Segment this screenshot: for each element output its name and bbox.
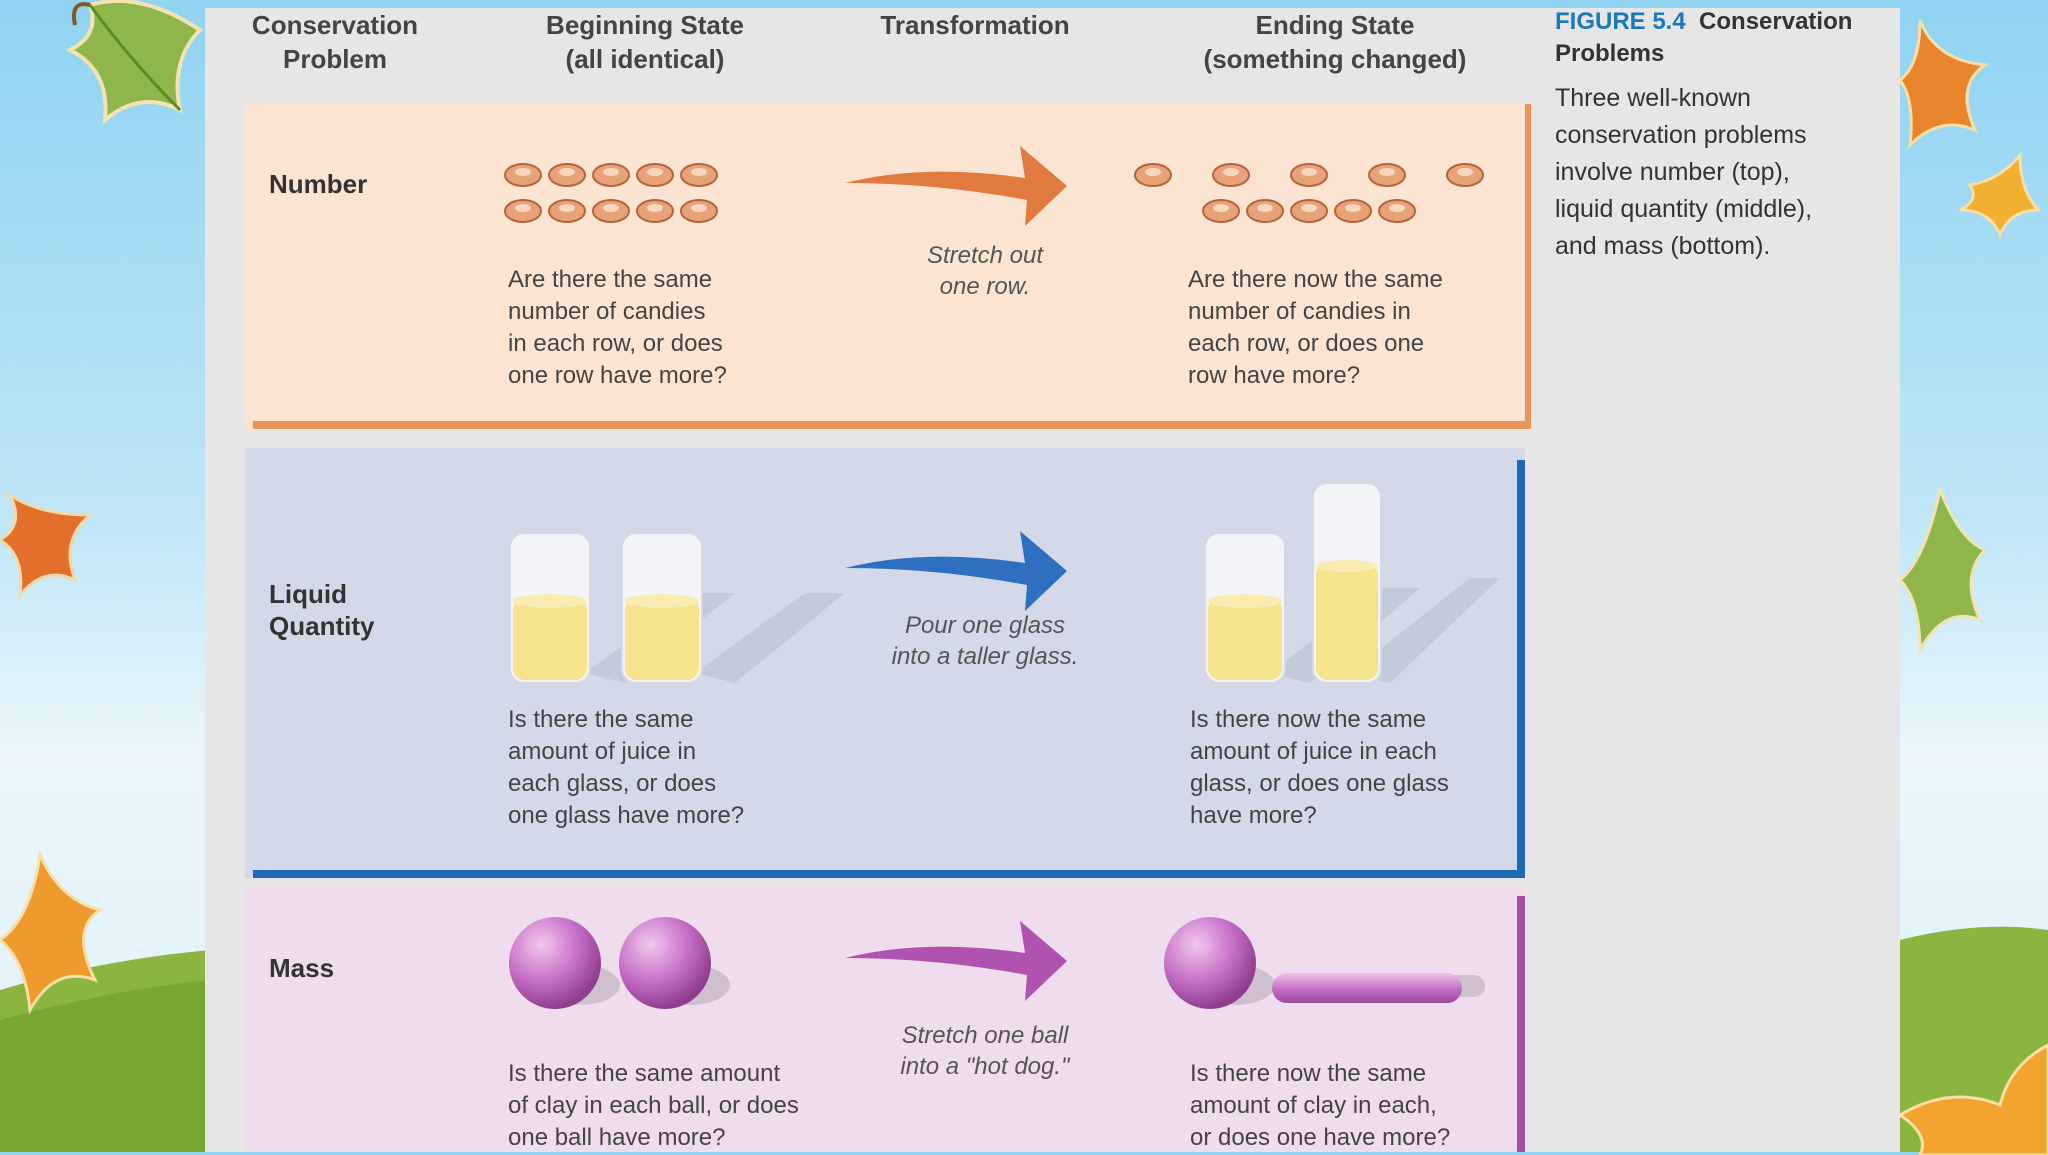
- candies-end: [1134, 163, 1484, 223]
- mass-row: [245, 888, 1525, 1152]
- figure-caption: FIGURE 5.4 Conservation Problems Three w…: [1555, 6, 1855, 265]
- transformation-number: Stretch out one row.: [926, 242, 1044, 300]
- header-transformation: Transformation: [880, 10, 1070, 40]
- figure-label: FIGURE 5.4: [1555, 8, 1686, 35]
- arrow-right-icon: [845, 921, 1067, 1001]
- header-ending-state: Ending State (something changed): [1203, 10, 1467, 74]
- leaf-icon: [1897, 19, 1990, 150]
- leaf-icon: [65, 0, 204, 125]
- begin-question-mass: Is there the same amount of clay in each…: [508, 1060, 799, 1151]
- figure-panel: Conservation Problem Beginning State (al…: [205, 8, 1900, 1152]
- leaf-icon: [0, 849, 104, 1015]
- begin-question-liquid-quantity: Is there the same amount of juice in eac…: [508, 706, 745, 829]
- figure-heading: FIGURE 5.4 Conservation Problems: [1555, 6, 1855, 70]
- arrow-right-icon: [845, 531, 1067, 611]
- transformation-mass: Stretch one ball into a "hot dog.": [900, 1022, 1070, 1080]
- header-beginning-state: Beginning State (all identical): [546, 10, 744, 74]
- glasses-end: [1204, 482, 1500, 684]
- transformation-liquid-quantity: Pour one glass into a taller glass.: [891, 612, 1079, 670]
- end-question-liquid-quantity: Is there now the same amount of juice in…: [1190, 706, 1449, 829]
- clay-balls-begin: [509, 917, 730, 1009]
- row-label-number: Number: [269, 169, 368, 199]
- end-question-mass: Is there now the same amount of clay in …: [1190, 1060, 1451, 1151]
- figure-title: Conservation Problems: [1555, 8, 1853, 67]
- leaf-icon: [1897, 484, 1988, 656]
- glasses-begin: [509, 532, 845, 684]
- leaf-icon: [0, 490, 95, 600]
- row-label-liquid-quantity: Liquid Quantity: [269, 579, 375, 641]
- begin-question-number: Are there the same number of candies in …: [508, 266, 727, 389]
- leaf-icon: [1897, 1043, 2048, 1155]
- clay-end: [1164, 917, 1485, 1009]
- header-conservation-problem: Conservation Problem: [251, 10, 419, 74]
- end-question-number: Are there now the same number of candies…: [1188, 266, 1443, 389]
- figure-caption-body: Three well-known conservation problems i…: [1555, 84, 1813, 260]
- number-row: [245, 104, 1531, 429]
- row-label-mass: Mass: [269, 953, 335, 983]
- candies-begin: [504, 163, 718, 223]
- left-hill: [0, 950, 210, 1152]
- leaf-icon: [1959, 150, 2042, 240]
- arrow-right-icon: [845, 146, 1067, 226]
